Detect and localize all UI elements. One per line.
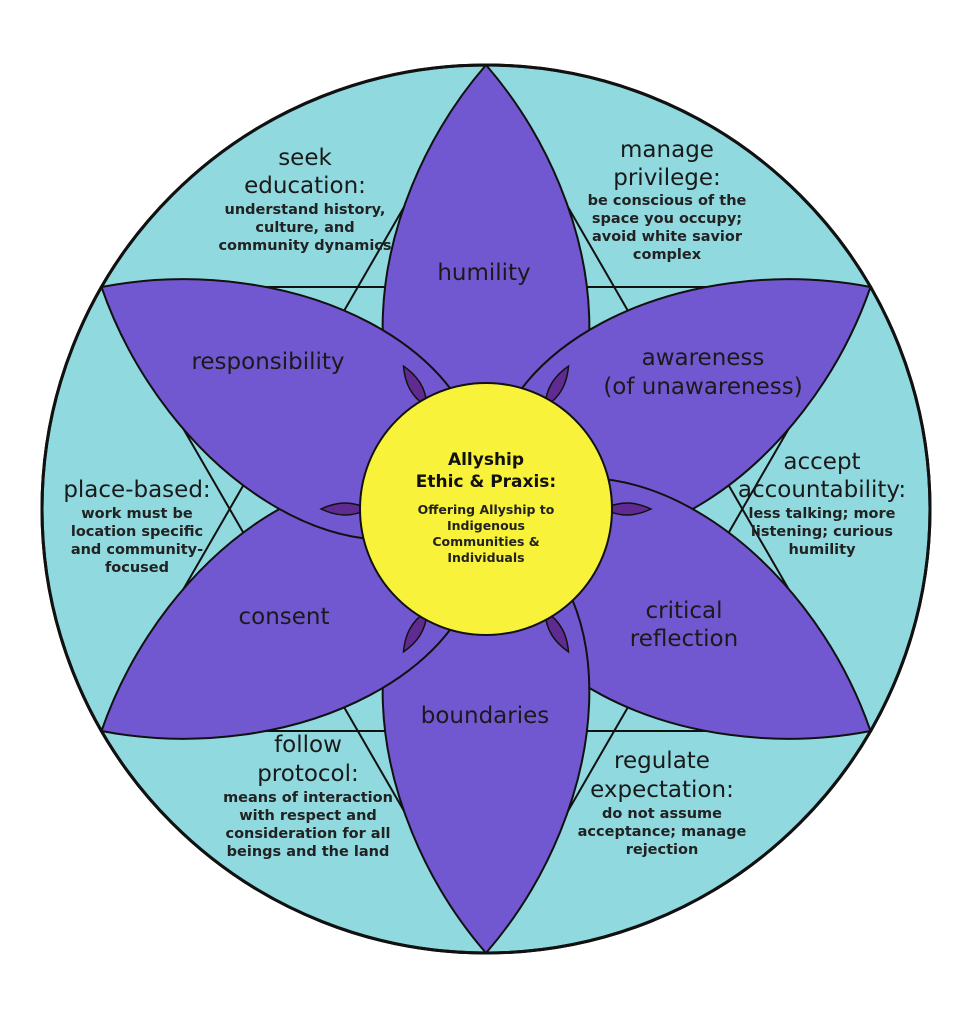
petal-awareness: awareness (of unawareness) — [603, 345, 802, 400]
petal-overlap — [319, 502, 370, 516]
section-body: rejection — [626, 842, 699, 858]
section-heading: accept — [783, 449, 860, 475]
section-heading: regulate — [614, 748, 710, 774]
section-place-based: place-based: work must be location speci… — [63, 477, 210, 576]
petal-label: humility — [437, 260, 530, 286]
section-body: understand history, — [225, 202, 386, 218]
petal-label: (of unawareness) — [603, 374, 802, 400]
section-body: and community- — [71, 542, 203, 558]
section-heading: follow — [274, 732, 342, 758]
petal-humility: humility — [437, 260, 530, 286]
section-body: location specific — [71, 524, 203, 540]
section-follow-protocol: follow protocol: means of interaction wi… — [223, 732, 393, 860]
petal-boundaries: boundaries — [421, 703, 550, 729]
petal-label: consent — [238, 604, 329, 630]
petal-label: reflection — [630, 626, 738, 652]
section-seek-education: seek education: understand history, cult… — [218, 145, 391, 254]
center-subtitle-line-1: Offering Allyship to — [418, 502, 555, 517]
section-body: focused — [105, 560, 169, 576]
section-heading: accountability: — [738, 477, 906, 503]
petal-responsibility: responsibility — [191, 349, 344, 375]
section-heading: seek — [278, 145, 332, 171]
petal-label: boundaries — [421, 703, 550, 729]
section-manage-privilege: manage privilege: be conscious of the sp… — [588, 137, 747, 263]
section-body: listening; curious — [751, 524, 893, 540]
center-label: Allyship Ethic & Praxis: Offering Allysh… — [416, 450, 556, 565]
petal-overlap — [402, 609, 428, 654]
petal-overlap — [602, 502, 653, 516]
outer-circle-border — [40, 63, 932, 955]
petal-overlap — [544, 609, 570, 654]
section-accept-accountability: accept accountability: less talking; mor… — [738, 449, 906, 558]
section-heading: privilege: — [613, 165, 721, 191]
petal-label: responsibility — [191, 349, 344, 375]
section-heading: education: — [244, 173, 366, 199]
center-circle — [359, 382, 613, 636]
section-body: less talking; more — [748, 506, 895, 522]
section-heading: place-based: — [63, 477, 210, 503]
section-body: do not assume — [602, 806, 722, 822]
section-body: avoid white savior — [592, 229, 743, 245]
section-body: complex — [633, 247, 702, 263]
section-body: beings and the land — [227, 844, 390, 860]
section-regulate-expectation: regulate expectation: do not assume acce… — [578, 748, 747, 858]
center-title-line-2: Ethic & Praxis: — [416, 472, 556, 492]
section-body: acceptance; manage — [578, 824, 747, 840]
center-title-line-1: Allyship — [448, 450, 524, 470]
section-heading: manage — [620, 137, 714, 163]
center-subtitle-line-3: Communities & — [432, 534, 539, 549]
section-body: consideration for all — [225, 826, 390, 842]
section-body: community dynamics — [218, 238, 391, 254]
section-body: means of interaction — [223, 790, 393, 806]
center-subtitle-line-2: Indigenous — [447, 518, 525, 533]
section-heading: expectation: — [590, 777, 734, 803]
section-body: culture, and — [255, 220, 354, 236]
center-subtitle-line-4: Individuals — [447, 550, 524, 565]
section-body: work must be — [81, 506, 193, 522]
section-body: humility — [788, 542, 856, 558]
section-body: space you occupy; — [592, 211, 742, 227]
petal-overlap — [544, 364, 570, 409]
section-heading: protocol: — [257, 761, 359, 787]
petal-consent: consent — [238, 604, 329, 630]
petal-label: awareness — [642, 345, 765, 371]
petal-critical-reflection: critical reflection — [630, 598, 738, 652]
section-body: be conscious of the — [588, 193, 747, 209]
petal-label: critical — [645, 598, 722, 624]
section-body: with respect and — [239, 808, 377, 824]
petal-overlap — [402, 364, 428, 409]
